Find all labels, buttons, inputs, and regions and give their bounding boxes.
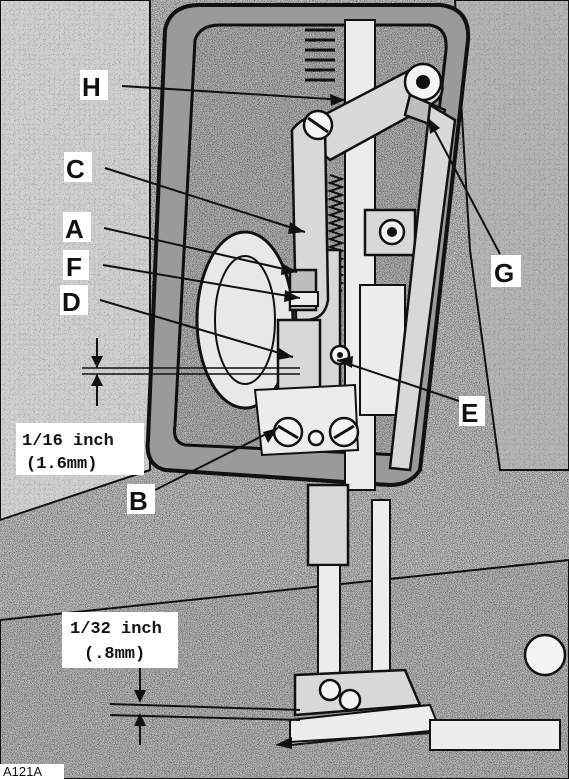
- callout-h: H: [82, 72, 101, 102]
- leader-g: [427, 117, 501, 255]
- leader-b: [154, 427, 279, 491]
- leader-e: [336, 359, 463, 403]
- figure-code: A121A: [3, 764, 42, 779]
- leader-a: [103, 227, 298, 273]
- callout-a: A: [65, 214, 84, 244]
- leader-lines: [99, 85, 501, 491]
- lower-dimension-metric: (.8mm): [84, 645, 145, 664]
- base-plate-b: [253, 383, 360, 457]
- lower-dimension-marker: [134, 665, 146, 745]
- callout-b: B: [129, 486, 148, 516]
- lower-dimension-imperial: 1/32 inch: [70, 620, 162, 639]
- callout-c: C: [66, 154, 85, 184]
- upper-dimension-metric: (1.6mm): [26, 455, 97, 474]
- callout-e: E: [461, 398, 478, 428]
- callout-f: F: [66, 252, 82, 282]
- leader-f: [102, 264, 301, 299]
- leader-h: [121, 85, 346, 101]
- leader-d: [99, 299, 294, 358]
- callout-g: G: [494, 258, 514, 288]
- callout-d: D: [62, 287, 81, 317]
- label-backgrounds: [0, 70, 521, 779]
- upper-dimension-imperial: 1/16 inch: [22, 432, 114, 451]
- frame-strut: [388, 102, 457, 472]
- feed-arrow-head: [275, 737, 292, 749]
- leader-c: [104, 167, 306, 233]
- upper-dimension-marker: [82, 338, 300, 406]
